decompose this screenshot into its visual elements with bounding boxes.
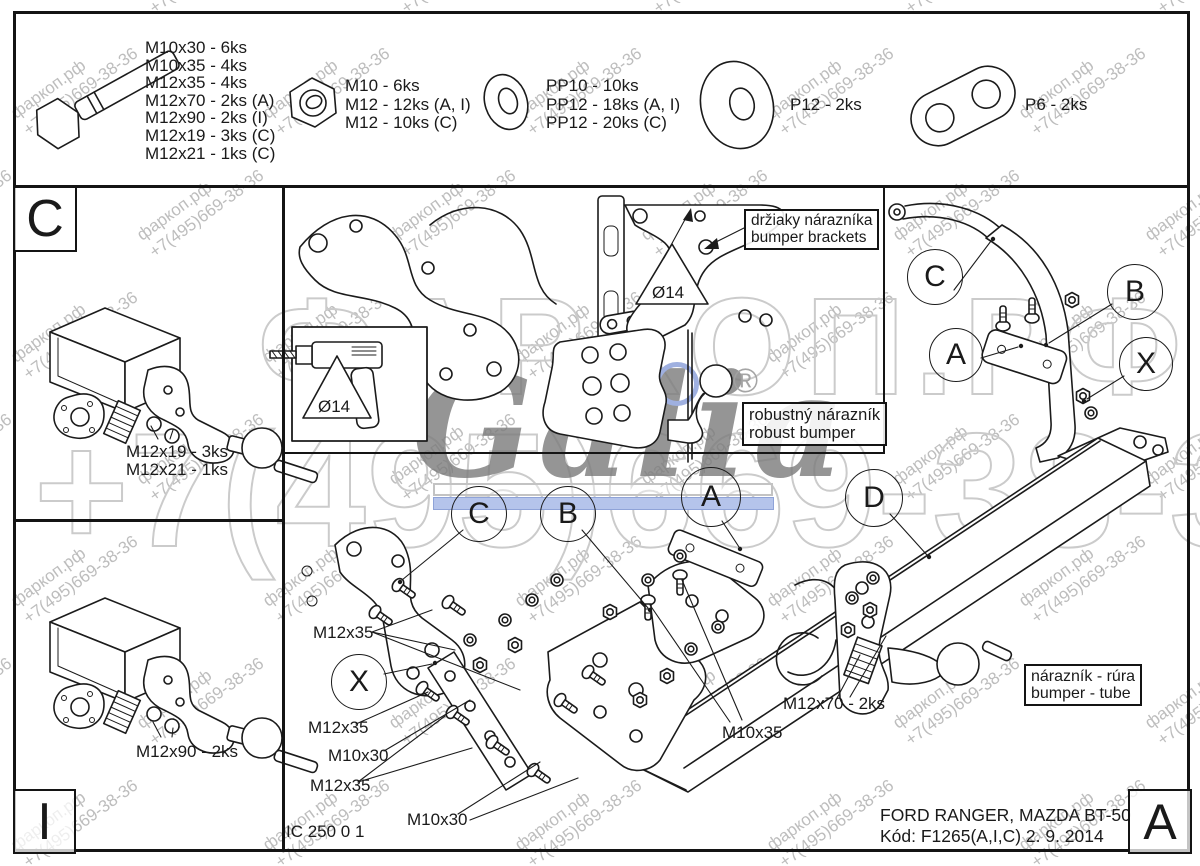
doc-code: IC 250 0 1	[286, 822, 365, 841]
p6-plate-icon	[910, 65, 1016, 147]
bolt-size-line: M12x35 - 4ks	[145, 73, 248, 93]
bumper-brackets-note-line: držiaky nárazníka	[751, 212, 873, 229]
label-m12x35-mid: M12x35	[308, 718, 369, 737]
bolt-sizes-list: M10x30 - 6ks M10x35 - 4ks M12x35 - 4ks M…	[145, 39, 275, 162]
robust-bumper-note-line: robustný nárazník	[749, 406, 881, 424]
washer-size-line: PP10 - 10ks	[546, 76, 639, 95]
label-m10x35: M10x35	[722, 723, 783, 742]
bolt-size-line: M12x70 - 2ks (A)	[145, 90, 275, 110]
drill-box	[269, 326, 428, 442]
section-letter-c: C	[13, 186, 77, 252]
divider-main	[283, 452, 883, 454]
callout-b-main: B	[540, 486, 596, 542]
bolt-size-line: M10x35 - 4ks	[145, 55, 248, 75]
label-m12x70: M12x70 - 2ks	[783, 694, 886, 713]
detail-c-label-line: M12x21 - 1ks	[126, 459, 229, 479]
callout-c-right: C	[907, 249, 963, 305]
bolt-size-line: M12x21 - 1ks (C)	[145, 143, 276, 163]
p12-label: P12 - 2ks	[790, 95, 862, 114]
nut-size-line: M12 - 12ks (A, I)	[345, 94, 471, 114]
bumper-bracket-drawing	[298, 195, 785, 423]
detail-i-drawing	[49, 597, 320, 775]
label-m12x35-bot: M12x35	[310, 776, 371, 795]
label-m12x35-top: M12x35	[313, 623, 374, 642]
callout-b-right: B	[1107, 264, 1163, 320]
revision-letter: A	[1128, 789, 1192, 854]
detail-c-label-line: M12x19 - 3ks	[126, 442, 229, 461]
robust-bumper-note: robustný nárazník robust bumper	[742, 402, 888, 446]
drill-hole-diameter: Ø14	[318, 397, 351, 416]
divider-center-right	[883, 185, 885, 454]
washer-size-line: PP12 - 20ks (C)	[546, 113, 667, 133]
bolt-size-line: M12x90 - 2ks (I)	[145, 108, 268, 128]
divider-left-split	[13, 519, 282, 522]
bolt-size-line: M12x19 - 3ks (C)	[145, 125, 276, 145]
side-bracket-drawing	[888, 202, 1169, 473]
nut-sizes-list: M10 - 6ks M12 - 12ks (A, I) M12 - 10ks (…	[345, 76, 471, 133]
robust-bumper-drawing	[542, 328, 733, 463]
washer-icon	[483, 73, 529, 131]
bumper-tube-note: nárazník - rúra bumper - tube	[1024, 664, 1143, 706]
label-m10x30-bot: M10x30	[407, 810, 468, 829]
p12-washer-icon	[699, 60, 775, 150]
callout-a-right: A	[929, 328, 983, 382]
title-block: FORD RANGER, MAZDA BT-50 Kód: F1265(A,I,…	[880, 805, 1131, 846]
detail-c-drawing	[49, 307, 320, 485]
callout-x-main: X	[331, 654, 387, 710]
bumper-tube-note-line: nárazník - rúra	[1031, 668, 1136, 685]
p6-label: P6 - 2ks	[1025, 95, 1088, 114]
callout-c-main: C	[451, 486, 507, 542]
callout-x-right: X	[1119, 337, 1173, 391]
bumper-brackets-note: držiaky nárazníka bumper brackets	[744, 209, 880, 250]
nut-size-line: M10 - 6ks	[345, 76, 420, 95]
code-date-line: Kód: F1265(A,I,C) 2. 9. 2014	[880, 825, 1104, 846]
bumper-brackets-note-line: bumper brackets	[751, 228, 867, 246]
divider-parts-strip	[13, 185, 1190, 188]
detail-i-label: M12x90 - 2ks	[136, 742, 239, 761]
callout-a-main: A	[681, 467, 741, 527]
bracket-hole-diameter: Ø14	[652, 283, 685, 302]
bumper-tube-note-line: bumper - tube	[1031, 685, 1131, 702]
bolt-size-line: M10x30 - 6ks	[145, 38, 248, 57]
washer-size-line: PP12 - 18ks (A, I)	[546, 94, 681, 114]
detail-c-labels: M12x19 - 3ks M12x21 - 1ks	[126, 443, 228, 478]
robust-bumper-note-line: robust bumper	[749, 424, 856, 442]
label-m10x30-mid: M10x30	[328, 746, 389, 765]
bolt-icon	[35, 50, 180, 150]
exploded-view-drawing	[301, 437, 1151, 821]
nut-icon	[289, 77, 337, 128]
callout-d-main: D	[845, 469, 903, 527]
washer-sizes-list: PP10 - 10ks PP12 - 18ks (A, I) PP12 - 20…	[546, 76, 681, 133]
nut-size-line: M12 - 10ks (C)	[345, 113, 458, 133]
vehicle-title: FORD RANGER, MAZDA BT-50	[880, 805, 1131, 825]
section-letter-i: I	[13, 789, 76, 854]
divider-left-column	[282, 185, 285, 852]
